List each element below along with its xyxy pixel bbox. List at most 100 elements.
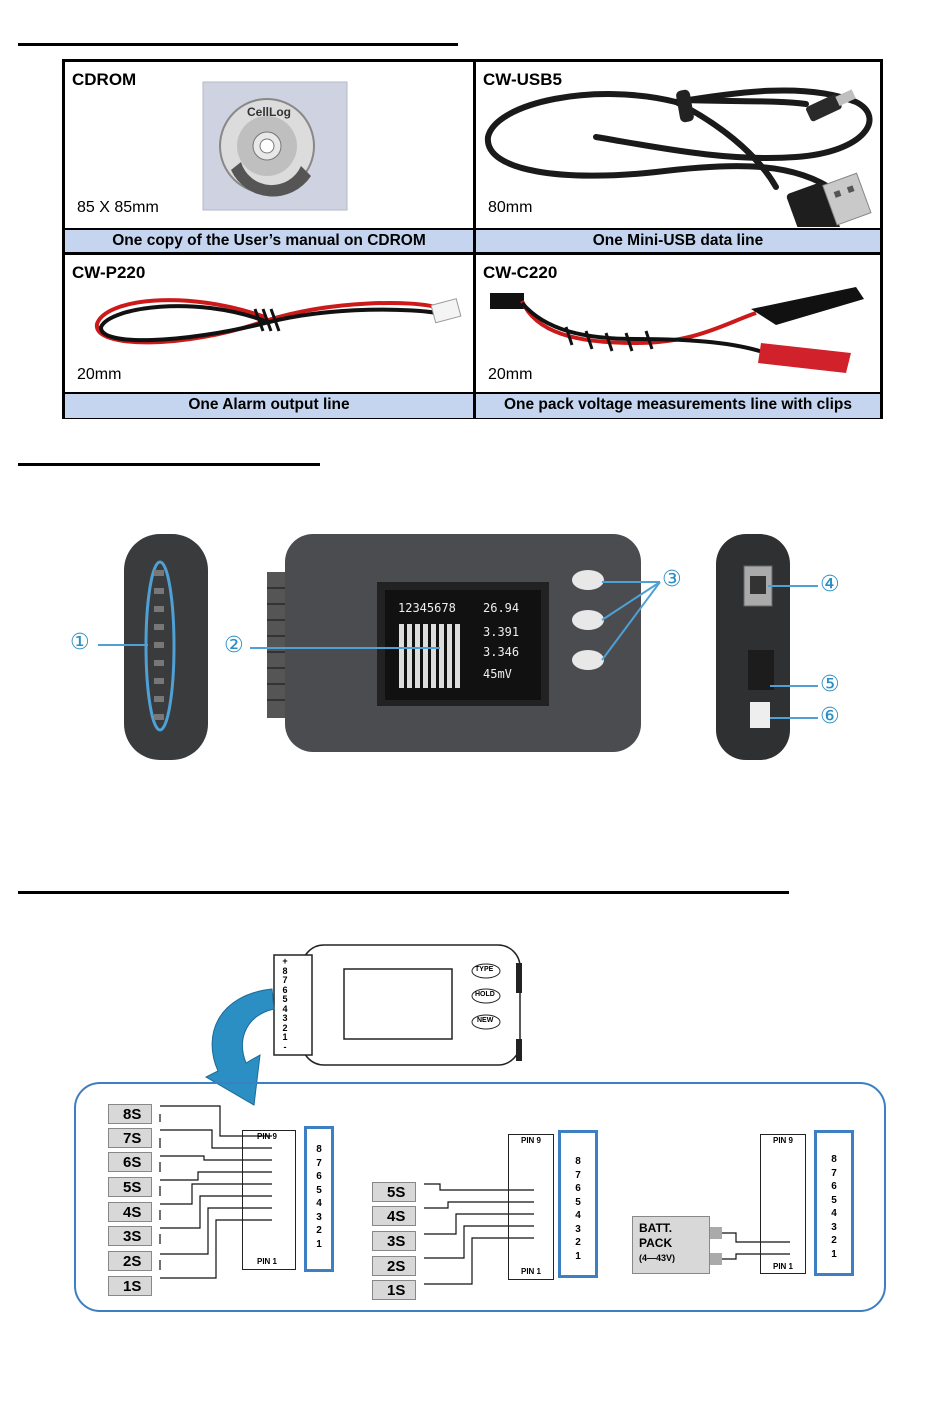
pin-bottom-label: PIN 1 [521, 1267, 542, 1276]
cell-label: 4S [372, 1206, 416, 1226]
section-rule-device [18, 463, 320, 466]
cell-label: 3S [372, 1231, 416, 1251]
callout-lines [98, 581, 818, 719]
pin-number: 1 [831, 1248, 837, 1260]
usb-cable-image [484, 87, 873, 227]
cell-label: 1S [108, 1276, 152, 1296]
outline-pin: - [283, 1041, 287, 1052]
pin-bottom-label: PIN 1 [773, 1262, 794, 1271]
pin-number: 3 [575, 1223, 581, 1235]
batt-range: (4—43V) [639, 1253, 676, 1263]
pin-header-8s: PIN 9 PIN 1 [242, 1130, 296, 1270]
callout-5: ⑤ [820, 672, 840, 697]
pin-number: 5 [316, 1184, 322, 1196]
pin-number-column: 8 7 6 5 4 3 2 1 [814, 1130, 854, 1276]
screen-reading: 3.391 [483, 625, 519, 639]
pin-number: 7 [316, 1157, 322, 1169]
outline-pin: 8 [282, 965, 288, 976]
cell-label: 5S [108, 1177, 152, 1197]
pin-number: 1 [575, 1250, 581, 1262]
pin-header-batt: PIN 9 PIN 1 [760, 1134, 806, 1274]
pin-number: 6 [575, 1183, 581, 1194]
accessory-size: 85 X 85mm [77, 199, 159, 216]
outline-pin: 7 [282, 975, 288, 985]
cdrom-image: CellLog [202, 81, 348, 211]
callout-3: ③ [662, 567, 682, 592]
cell-label: 1S [372, 1280, 416, 1300]
pin-bottom-label: PIN 1 [257, 1257, 278, 1266]
cell-label: 3S [108, 1226, 152, 1246]
pin-number-column: 8 7 6 5 4 3 2 1 [304, 1126, 334, 1272]
wires-8s [159, 1105, 272, 1279]
pin-number: 7 [831, 1167, 837, 1179]
outline-pin: 3 [282, 1013, 288, 1023]
cell-label: 8S [108, 1104, 152, 1124]
clip-cable-image [490, 287, 864, 373]
outline-pin: 1 [282, 1032, 288, 1042]
device-front: 12345678 26.94 3.391 3.346 45mV [267, 534, 641, 752]
accessory-cdrom: CDROM CellLog 85 X 85mm [65, 62, 473, 252]
wiring-batt: BATT. PACK (4—43V) PIN 9 PIN 1 8 7 6 5 4… [630, 1130, 860, 1290]
outline-pin: 6 [282, 984, 288, 995]
pin-number: 6 [831, 1181, 837, 1192]
wiring-panel [74, 1082, 886, 1312]
table-divider-h [65, 252, 880, 255]
pin-number-column: 8 7 6 5 4 3 2 1 [558, 1130, 598, 1278]
accessory-caption: One copy of the User’s manual on CDROM [65, 228, 473, 254]
pin-number: 3 [831, 1221, 837, 1233]
accessory-alarm: CW-P220 20mm [65, 255, 473, 391]
device-side-right [716, 534, 790, 760]
button-label-new: NEW [477, 1017, 494, 1024]
cell-label: 4S [108, 1202, 152, 1222]
pin-number: 6 [316, 1171, 322, 1182]
accessory-usb: CW-USB5 80mm [476, 62, 880, 252]
accessory-code: CDROM [72, 70, 137, 89]
accessory-size: 80mm [488, 199, 533, 216]
accessories-table: CDROM CellLog 85 X 85mm One copy of the … [62, 59, 883, 419]
pin-top-label: PIN 9 [257, 1132, 278, 1141]
pin-header-5s: PIN 9 PIN 1 [508, 1134, 554, 1280]
pin-number: 2 [831, 1235, 837, 1246]
pin-number: 2 [316, 1225, 322, 1236]
screen-reading: 45mV [483, 667, 512, 681]
pin-number: 8 [316, 1144, 322, 1155]
pin-number: 2 [575, 1237, 581, 1248]
accessory-clips: CW-C220 20mm [476, 255, 880, 391]
cell-label: 7S [108, 1128, 152, 1148]
outline-pin: + [282, 956, 288, 966]
callout-2: ② [224, 633, 244, 658]
screen-reading: 3.346 [483, 645, 519, 659]
pin-number: 8 [831, 1154, 837, 1165]
pin-number: 5 [831, 1194, 837, 1206]
wires-batt [710, 1227, 790, 1265]
cell-label: 6S [108, 1152, 152, 1172]
screen-reading: 26.94 [483, 601, 519, 615]
accessory-code: CW-USB5 [483, 70, 562, 89]
accessory-caption: One pack voltage measurements line with … [476, 392, 880, 418]
device-views: 12345678 26.94 3.391 3.346 45mV [0, 520, 950, 770]
alarm-cable-image [94, 298, 462, 345]
wiring-5s: 5S 4S 3S 2S 1S PIN 9 PIN 1 8 7 6 5 4 3 2… [372, 1130, 612, 1310]
screen-digits: 12345678 [398, 601, 456, 615]
pin-number: 4 [575, 1210, 581, 1221]
button-label-hold: HOLD [475, 991, 495, 998]
pin-number: 3 [316, 1211, 322, 1223]
accessory-caption: One Alarm output line [65, 392, 473, 418]
callout-4: ④ [820, 572, 840, 597]
curved-arrow-icon [204, 988, 275, 1106]
batt-label: PACK [639, 1236, 673, 1250]
pin-top-label: PIN 9 [773, 1136, 794, 1145]
callout-6: ⑥ [820, 704, 840, 729]
cell-label: 2S [108, 1251, 152, 1271]
batt-pack-box: BATT. PACK (4—43V) [632, 1216, 710, 1274]
wires-5s [424, 1183, 534, 1285]
pin-number: 4 [316, 1198, 322, 1209]
section-rule-connection [18, 891, 789, 894]
device-side-left [124, 534, 208, 760]
outline-pin: 4 [282, 1003, 288, 1014]
table-divider-v [473, 62, 476, 416]
pin-number: 1 [316, 1238, 322, 1250]
accessory-code: CW-C220 [483, 263, 558, 282]
callout-1: ① [70, 630, 90, 655]
pin-top-label: PIN 9 [521, 1136, 542, 1145]
